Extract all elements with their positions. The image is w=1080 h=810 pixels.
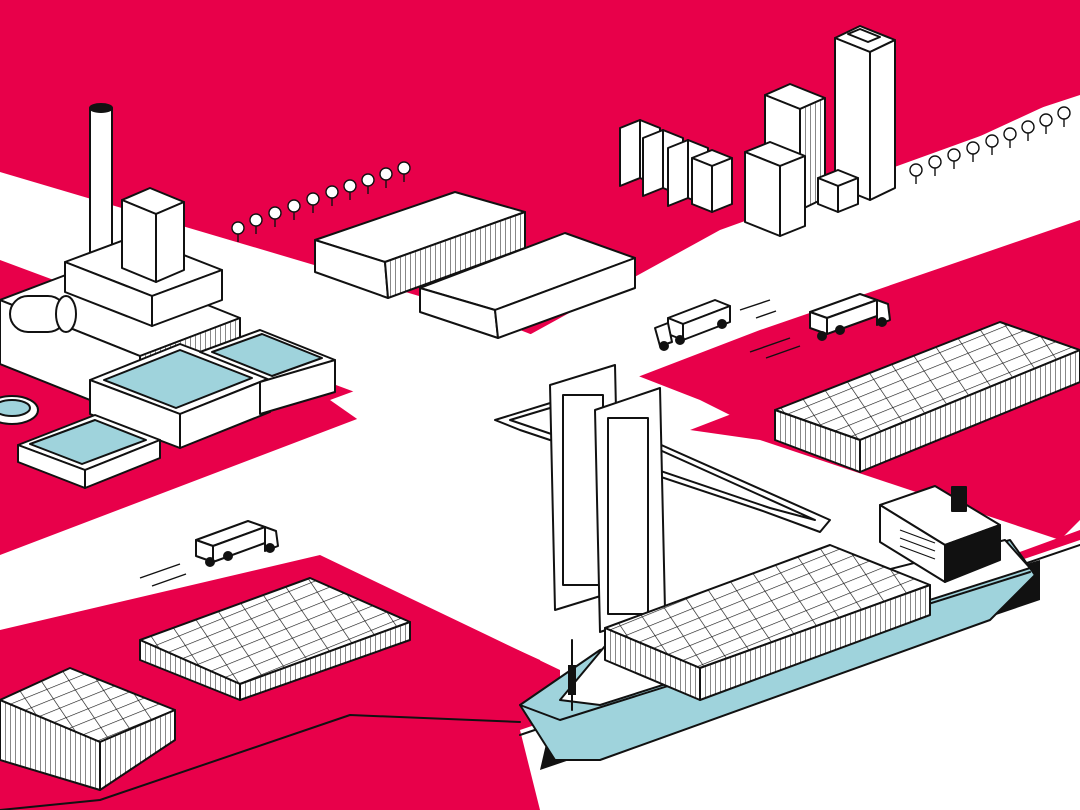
- chimney: [89, 107, 113, 257]
- tree-row-right: [909, 106, 1071, 184]
- container-stack-corner: [0, 667, 176, 791]
- office-tower-icon: [817, 169, 859, 213]
- tree-icon: [966, 141, 980, 162]
- tree-icon: [306, 192, 320, 213]
- gantry-crane-icon: [494, 364, 831, 633]
- container-ship-icon: [519, 485, 1040, 770]
- tree-icon: [379, 167, 393, 188]
- warehouse-icon: [314, 191, 526, 299]
- factory-icon: [0, 103, 336, 489]
- tree-icon: [249, 213, 263, 234]
- tree-icon: [325, 185, 339, 206]
- city-towers: [619, 25, 896, 237]
- truck-icon: [809, 293, 891, 341]
- tree-icon: [985, 134, 999, 155]
- office-tower-icon: [834, 25, 896, 201]
- tree-icon: [1057, 106, 1071, 127]
- office-tower-icon: [691, 149, 733, 213]
- tree-icon: [268, 206, 282, 227]
- office-tower-icon: [744, 141, 806, 237]
- tree-icon: [947, 148, 961, 169]
- tree-icon: [1003, 127, 1017, 148]
- tree-icon: [287, 199, 301, 220]
- tree-row-left: [231, 161, 411, 242]
- tree-icon: [231, 221, 245, 242]
- container-stack-lower: [139, 577, 411, 701]
- lower-road: [0, 400, 1080, 720]
- truck-icon: [654, 299, 731, 351]
- tree-icon: [361, 173, 375, 194]
- tree-icon: [909, 163, 923, 184]
- tree-icon: [343, 179, 357, 200]
- tree-icon: [397, 161, 411, 182]
- container-stack-right: [774, 321, 1080, 473]
- truck-icon: [195, 520, 279, 567]
- motion-lines: [139, 299, 801, 587]
- tree-icon: [1039, 113, 1053, 134]
- tree-icon: [928, 155, 942, 176]
- tree-icon: [1021, 120, 1035, 141]
- warehouse-icon: [419, 232, 636, 339]
